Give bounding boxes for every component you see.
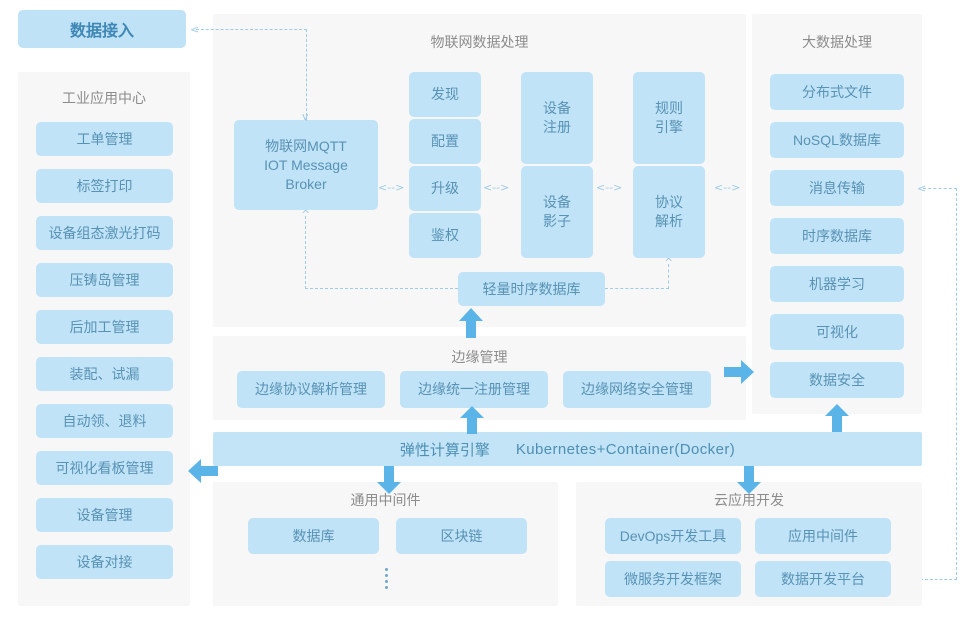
edge-item-protocol-parse-mgmt[interactable]: 边缘协议解析管理 [237, 371, 385, 408]
link-protocol-to-bigdata: <--> [714, 181, 741, 194]
arrow-right-edge-to-bigdata [724, 360, 754, 384]
elastic-compute-bar[interactable]: 弹性计算引擎 Kubernetes+Container(Docker) [213, 432, 922, 466]
edge-item-unified-register-mgmt[interactable]: 边缘统一注册管理 [400, 371, 548, 408]
chevron-up-protocol: ^ [664, 256, 674, 269]
data-access-label: 数据接入 [69, 23, 134, 40]
bigdata-item-message-transfer[interactable]: 消息传输 [770, 170, 904, 206]
app-item-assembly-leak-test[interactable]: 装配、试漏 [36, 357, 173, 391]
cloud-item-microservice-framework[interactable]: 微服务开发框架 [605, 561, 741, 597]
app-item-work-order[interactable]: 工单管理 [36, 122, 173, 156]
cloud-app-dev-title: 云应用开发 [714, 492, 784, 508]
app-item-post-processing[interactable]: 后加工管理 [36, 310, 173, 344]
iot-item-upgrade[interactable]: 升级 [409, 166, 481, 211]
iot-data-processing-title: 物联网数据处理 [430, 34, 529, 50]
arrow-down-elastic-to-middleware [377, 466, 401, 494]
elastic-compute-label: 弹性计算引擎 [399, 441, 490, 459]
bigdata-item-data-security[interactable]: 数据安全 [770, 362, 904, 398]
big-data-processing-title: 大数据处理 [802, 34, 872, 50]
device-shadow-card[interactable]: 设备 影子 [521, 166, 593, 258]
cloud-item-data-dev-platform[interactable]: 数据开发平台 [755, 561, 891, 597]
dashed-broker-to-access-v [306, 29, 307, 121]
cloud-item-app-middleware[interactable]: 应用中间件 [755, 518, 891, 554]
common-middleware-title: 通用中间件 [350, 492, 421, 508]
link-smallcol-to-device: <--> [483, 181, 510, 194]
middleware-more-indicator [385, 568, 388, 589]
link-device-to-protocol: <--> [596, 181, 623, 194]
cloud-item-devops-tools[interactable]: DevOps开发工具 [605, 518, 741, 554]
elastic-compute-tech: Kubernetes+Container(Docker) [515, 440, 736, 458]
dashed-tsdb-to-protocol-h [605, 288, 669, 289]
app-item-diecast-island[interactable]: 压铸岛管理 [36, 263, 173, 297]
iot-item-discovery[interactable]: 发现 [409, 72, 481, 117]
lightweight-tsdb-card[interactable]: 轻量时序数据库 [458, 272, 605, 306]
arrow-up-elastic-to-bigdata [825, 404, 849, 432]
app-item-device-docking[interactable]: 设备对接 [36, 545, 173, 579]
middleware-item-database[interactable]: 数据库 [248, 518, 379, 554]
chevron-up-broker: ^ [301, 208, 311, 221]
device-register-card[interactable]: 设备 注册 [521, 72, 593, 164]
dashed-dataplatform-to-message-h-top [923, 188, 957, 189]
dashed-broker-to-access-h [196, 29, 307, 30]
dashed-tsdb-to-protocol-v [668, 264, 669, 289]
arrow-down-elastic-to-cloudapp [737, 466, 761, 494]
link-broker-to-smallcol: <--> [378, 181, 405, 194]
bigdata-item-tsdb[interactable]: 时序数据库 [770, 218, 904, 254]
mqtt-broker-card[interactable]: 物联网MQTT IOT Message Broker [234, 120, 378, 210]
app-item-auto-material[interactable]: 自动领、退料 [36, 404, 173, 438]
app-item-label-print[interactable]: 标签打印 [36, 169, 173, 203]
arrow-up-edge-to-iot [459, 308, 483, 338]
dashed-dataplatform-to-message-h-bottom [891, 579, 957, 580]
dashed-dataplatform-to-message-v [956, 188, 957, 580]
arrow-left-elastic-to-appcenter [188, 459, 218, 483]
chevron-down-broker: v [302, 110, 309, 123]
dashed-tsdb-to-broker-h [305, 288, 458, 289]
bigdata-item-distributed-file[interactable]: 分布式文件 [770, 74, 904, 110]
bigdata-item-machine-learning[interactable]: 机器学习 [770, 266, 904, 302]
rule-engine-card[interactable]: 规则 引擎 [633, 72, 705, 164]
iot-item-authentication[interactable]: 鉴权 [409, 213, 481, 258]
bigdata-item-nosql[interactable]: NoSQL数据库 [770, 122, 904, 158]
bigdata-item-visualization[interactable]: 可视化 [770, 314, 904, 350]
middleware-item-blockchain[interactable]: 区块链 [396, 518, 527, 554]
arrow-up-elastic-to-edge [460, 406, 484, 434]
app-item-visual-dashboard[interactable]: 可视化看板管理 [36, 451, 173, 485]
data-access-badge[interactable]: 数据接入 [18, 10, 186, 48]
dashed-tsdb-to-broker-v [305, 216, 306, 289]
chevron-left-data-access: < [190, 23, 200, 36]
iot-item-configure[interactable]: 配置 [409, 119, 481, 164]
edge-item-network-security-mgmt[interactable]: 边缘网络安全管理 [563, 371, 711, 408]
chevron-left-message-transfer: < [917, 182, 927, 195]
protocol-parse-card[interactable]: 协议 解析 [633, 166, 705, 258]
app-item-device-management[interactable]: 设备管理 [36, 498, 173, 532]
edge-management-title: 边缘管理 [451, 349, 508, 365]
industrial-app-center-title: 工业应用中心 [62, 90, 146, 106]
app-item-device-config-laser[interactable]: 设备组态激光打码 [36, 216, 173, 250]
